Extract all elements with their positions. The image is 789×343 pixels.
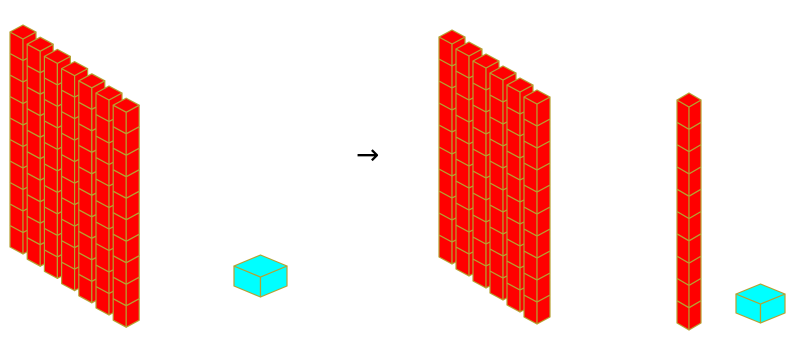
left-flat-group xyxy=(10,25,139,327)
right-flat-group xyxy=(439,30,550,324)
right-unit-cube-group xyxy=(736,284,785,323)
transform-arrow: → xyxy=(356,140,379,170)
left-unit-cube-group xyxy=(234,255,287,297)
right-rod-group xyxy=(677,93,701,330)
